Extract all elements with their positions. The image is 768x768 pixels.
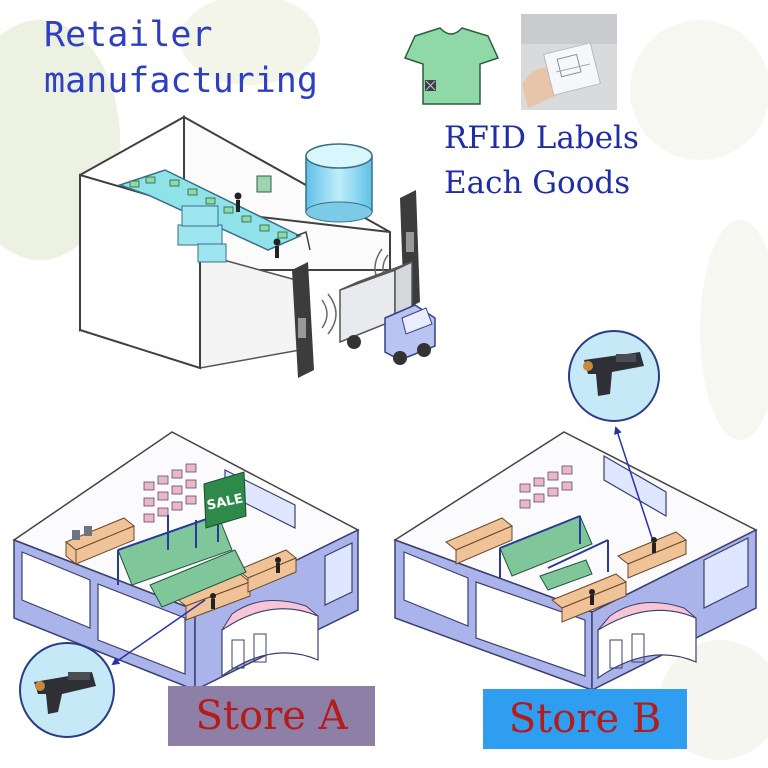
rfid-label-in-hand-icon [521,14,617,110]
store-b-building [393,426,758,692]
store-b-label-box: Store B [483,689,687,749]
title-line-1: Retailer [44,15,213,55]
each-goods-caption: Each Goods [444,165,631,201]
delivery-truck-icon [339,260,436,365]
clothing-rack [499,515,609,591]
sale-sign: SALE [203,471,247,529]
store-a-label-box: Store A [168,686,375,746]
reader-arrow-a [111,599,206,666]
worker-figure-icon [234,192,281,258]
store-a-label: Store A [195,693,348,739]
rfid-labels-caption: RFID Labels [444,120,639,156]
tshirt-with-rfid-tag-icon [403,27,500,105]
clothing-rack [117,514,247,608]
store-b-label: Store B [508,696,662,742]
storage-tank-icon [305,143,373,223]
handheld-rfid-reader-icon [568,330,660,422]
svg-text:SALE: SALE [206,491,245,513]
title-line-2: manufacturing [44,61,318,101]
store-a-building: SALE [12,431,360,692]
reader-arrow-b [614,426,653,539]
handheld-rfid-reader-icon [19,642,115,738]
